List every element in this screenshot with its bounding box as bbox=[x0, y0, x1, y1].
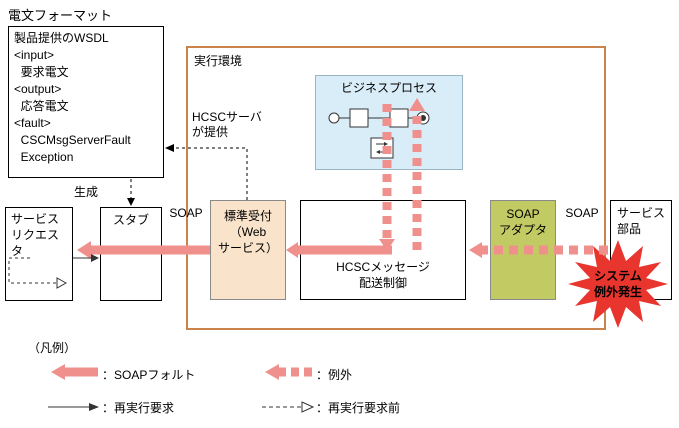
soap-label-left: SOAP bbox=[169, 206, 203, 220]
wsdl-content: 製品提供のWSDL <input> 要求電文 <output> 応答電文 <fa… bbox=[14, 31, 131, 164]
legend-soap-fault-arrow-icon bbox=[51, 364, 98, 380]
legend-reexec-label: ：再実行要求 bbox=[102, 401, 175, 415]
legend-reexec-arrow-icon bbox=[48, 403, 99, 411]
hcsc-provided-label: HCSCサーバ が提供 bbox=[192, 110, 262, 139]
process-activity-icon bbox=[349, 108, 369, 128]
process-start-icon bbox=[328, 112, 340, 124]
message-format-label: 電文フォーマット bbox=[8, 5, 132, 27]
execution-environment-label: 実行環境 bbox=[194, 54, 243, 68]
business-process-flow-icons bbox=[328, 108, 430, 159]
retry-scope-icon bbox=[370, 137, 394, 159]
reexec-request-arrow-head bbox=[91, 254, 99, 262]
business-process-label: ビジネスプロセス bbox=[340, 81, 437, 95]
legend-title: （凡例） bbox=[28, 341, 77, 355]
process-end-inner-icon bbox=[420, 115, 426, 121]
generate-label: 生成 bbox=[74, 185, 99, 199]
business-process-box: ビジネスプロセス bbox=[315, 75, 463, 170]
legend-exception-label: ：例外 bbox=[316, 368, 353, 382]
generate-arrow-head bbox=[127, 198, 135, 206]
hcsc-message-control-label: HCSCメッセージ 配送制御 bbox=[336, 260, 430, 290]
legend-pre-reexec-label: ：再実行要求前 bbox=[316, 401, 401, 415]
hcsc-message-control-box: HCSCメッセージ 配送制御 bbox=[300, 200, 466, 300]
stub-box: スタブ bbox=[100, 207, 162, 301]
soap-adapter-box: SOAP アダプタ bbox=[490, 200, 556, 300]
legend-soap-fault-label: ：SOAPフォルト bbox=[102, 368, 196, 382]
hcsc-provided-arrow-head bbox=[165, 144, 174, 152]
retry-arrow-left-head bbox=[376, 150, 380, 154]
legend-pre-reexec-arrow-icon bbox=[262, 401, 315, 413]
wsdl-box: 製品提供のWSDL <input> 要求電文 <output> 応答電文 <fa… bbox=[8, 26, 164, 178]
system-exception-label: システム 例外発生 bbox=[593, 269, 642, 299]
service-requester-box: サービス リクエス タ bbox=[5, 207, 73, 301]
soap-label-right: SOAP bbox=[565, 206, 599, 220]
standard-reception-box: 標準受付 （Web サービス） bbox=[210, 200, 286, 300]
legend-exception-arrow-icon bbox=[265, 364, 312, 380]
process-activity-icon bbox=[389, 108, 409, 128]
soap-fault-arrow-left-head bbox=[77, 241, 91, 259]
